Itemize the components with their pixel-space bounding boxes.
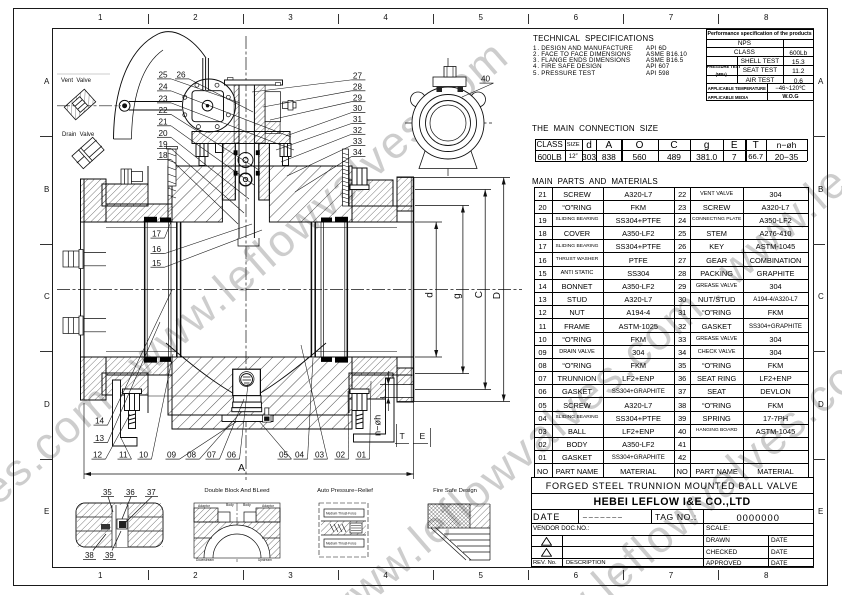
svg-text:14: 14 — [95, 417, 105, 426]
svg-text:06: 06 — [227, 451, 237, 460]
svg-text:29: 29 — [353, 93, 363, 102]
svg-text:11: 11 — [119, 451, 128, 460]
svg-text:12: 12 — [93, 451, 103, 460]
svg-text:03: 03 — [315, 451, 325, 460]
svg-text:37: 37 — [147, 488, 156, 497]
svg-text:01: 01 — [357, 451, 367, 460]
svg-text:Downstream: Downstream — [196, 558, 214, 562]
svg-text:Medium Thrust-Force: Medium Thrust-Force — [326, 512, 357, 516]
svg-text:E: E — [420, 431, 426, 441]
svg-text:17: 17 — [152, 230, 162, 239]
svg-text:g: g — [452, 293, 463, 299]
svg-text:26: 26 — [177, 71, 187, 80]
svg-text:39: 39 — [105, 551, 114, 560]
svg-text:24: 24 — [159, 83, 169, 92]
svg-text:C: C — [474, 291, 485, 298]
svg-text:15: 15 — [152, 259, 162, 268]
svg-text:22: 22 — [159, 106, 169, 115]
svg-text:35: 35 — [103, 488, 112, 497]
svg-text:33: 33 — [353, 137, 363, 146]
svg-text:Body: Body — [226, 503, 234, 507]
svg-text:31: 31 — [353, 115, 363, 124]
svg-text:04: 04 — [295, 451, 305, 460]
svg-text:30: 30 — [353, 104, 363, 113]
svg-text:20: 20 — [159, 129, 169, 138]
svg-text:Auto Pressure−Relief: Auto Pressure−Relief — [317, 488, 373, 494]
svg-text:23: 23 — [159, 95, 169, 104]
svg-text:40: 40 — [481, 75, 491, 84]
svg-text:18: 18 — [159, 151, 169, 160]
svg-text:05: 05 — [279, 451, 289, 460]
svg-text:10: 10 — [139, 451, 149, 460]
svg-text:07: 07 — [207, 451, 217, 460]
svg-text:28: 28 — [353, 82, 363, 91]
svg-text:27: 27 — [353, 72, 363, 81]
svg-text:38: 38 — [85, 551, 94, 560]
svg-text:08: 08 — [187, 451, 197, 460]
svg-text:Double Block And BLeed: Double Block And BLeed — [204, 488, 269, 494]
svg-text:Fire Safe Design: Fire Safe Design — [433, 488, 477, 494]
svg-text:25: 25 — [159, 71, 169, 80]
svg-text:19: 19 — [159, 140, 169, 149]
svg-text:02: 02 — [336, 451, 346, 460]
svg-text:09: 09 — [167, 451, 177, 460]
svg-text:36: 36 — [126, 488, 135, 497]
svg-text:21: 21 — [159, 117, 169, 126]
svg-text:Vent Valve: Vent Valve — [61, 78, 92, 84]
svg-text:A: A — [238, 462, 245, 474]
svg-text:13: 13 — [95, 434, 105, 443]
svg-text:n−øh: n−øh — [373, 415, 383, 436]
svg-text:Upstream: Upstream — [258, 558, 272, 562]
svg-text:T: T — [400, 431, 406, 441]
svg-text:34: 34 — [353, 148, 363, 157]
svg-text:D: D — [492, 292, 503, 299]
svg-text:32: 32 — [353, 126, 363, 135]
svg-text:d: d — [425, 292, 436, 298]
svg-text:Adaptor: Adaptor — [262, 504, 275, 508]
svg-text:Body: Body — [243, 503, 251, 507]
svg-text:Medium Thrust-Force: Medium Thrust-Force — [326, 542, 357, 546]
svg-text:Adaptor: Adaptor — [198, 504, 211, 508]
svg-text:Drain Valve: Drain Valve — [62, 132, 95, 138]
svg-text:16: 16 — [152, 245, 162, 254]
